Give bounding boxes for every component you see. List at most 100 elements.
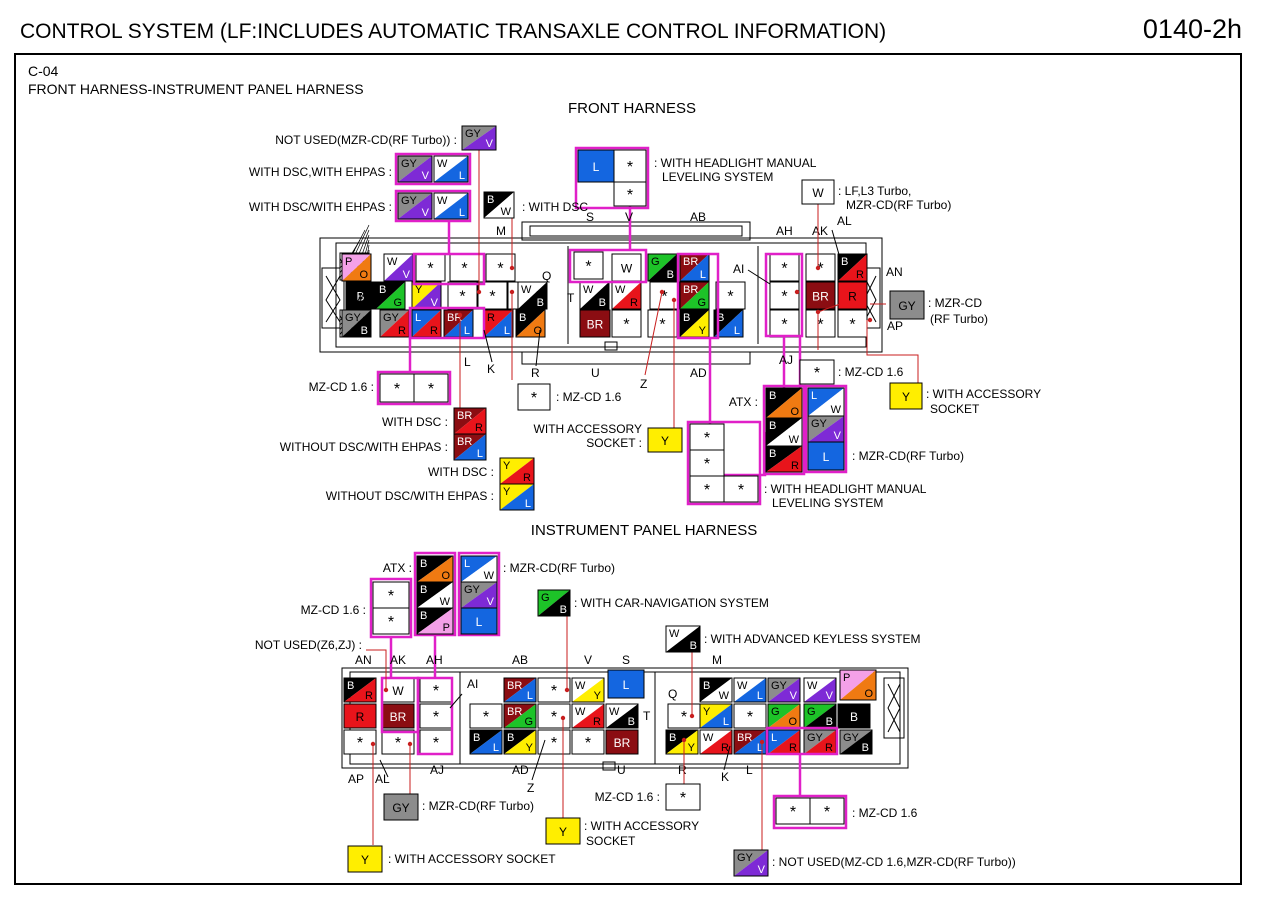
svg-text:BR: BR (614, 736, 631, 750)
front-black-leaders (483, 229, 841, 367)
svg-text:*: * (747, 709, 753, 726)
svg-text:R: R (789, 742, 797, 754)
front-note-chip: * (517, 383, 551, 411)
front-note-chip: Y (647, 427, 683, 453)
front-note-chip: WL (433, 192, 469, 220)
ip-wire-cell: * (419, 729, 453, 755)
ip-wire-cell: * (537, 677, 571, 703)
svg-text:W: W (609, 706, 620, 718)
ip-wire-cell: LR (767, 729, 801, 755)
front-wire-cell: GYR (379, 309, 410, 338)
svg-text:G: G (771, 706, 780, 718)
ip-wire-cell: GYB (839, 729, 873, 755)
ip-pin-U: U (617, 763, 626, 777)
svg-text:V: V (826, 690, 834, 702)
svg-text:R: R (825, 742, 833, 754)
svg-text:V: V (403, 269, 411, 281)
front-wire-cell: * (449, 253, 480, 282)
front-note-chip: GYV (397, 155, 433, 183)
front-pin-AP: AP (887, 319, 903, 333)
front-annotations: NOT USED(MZR-CD(RF Turbo)) : WITH DSC,WI… (249, 133, 1041, 510)
note-acc-socket-1: WITH ACCESSORY (534, 422, 642, 436)
svg-text:B: B (507, 732, 514, 744)
ip-note-chip: * (372, 607, 410, 635)
svg-text:*: * (704, 482, 710, 499)
ip-note-chip: LW (460, 555, 498, 583)
front-wire-cell: BRL (679, 253, 710, 282)
ip-note-chip: GY (383, 793, 419, 821)
svg-text:P: P (443, 622, 450, 634)
svg-text:B: B (826, 716, 833, 728)
front-leader-lines (459, 148, 919, 428)
svg-text:BR: BR (683, 256, 698, 268)
svg-text:*: * (585, 259, 591, 276)
front-pin-letters: S V AB M AH AK AL AN AI Q T AP AJ L K R … (464, 210, 903, 391)
svg-text:*: * (727, 289, 733, 306)
svg-text:*: * (680, 790, 686, 807)
front-wire-cell: GB (647, 253, 678, 282)
svg-text:R: R (791, 460, 799, 472)
svg-text:L: L (464, 558, 470, 570)
front-pin-AJ: AJ (779, 353, 793, 367)
svg-text:*: * (704, 456, 710, 473)
svg-text:V: V (486, 138, 494, 150)
svg-text:L: L (757, 742, 763, 754)
svg-text:V: V (431, 297, 439, 309)
svg-text:O: O (441, 570, 450, 582)
ip-wire-cell: WV (803, 677, 837, 703)
chip-highlight (686, 420, 762, 506)
svg-text:Y: Y (503, 460, 511, 472)
ip-wire-cell: WL (733, 677, 767, 703)
svg-text:W: W (501, 206, 512, 218)
ip-note-nav: : WITH CAR-NAVIGATION SYSTEM (574, 596, 769, 610)
front-wire-cell: * (769, 281, 800, 310)
svg-text:R: R (848, 290, 857, 304)
note-with-dsc-br: WITH DSC : (382, 415, 448, 429)
ip-note-chip: Y (347, 845, 383, 873)
svg-text:W: W (440, 596, 451, 608)
svg-text:Y: Y (559, 825, 567, 839)
svg-text:*: * (433, 709, 439, 726)
front-wire-cell: * (447, 281, 478, 310)
front-wire-cell: YV (411, 281, 442, 310)
svg-text:BR: BR (507, 706, 522, 718)
note-headlight-1: : WITH HEADLIGHT MANUAL (654, 156, 817, 170)
svg-text:*: * (817, 317, 823, 334)
ip-note-keyless: : WITH ADVANCED KEYLESS SYSTEM (704, 632, 921, 646)
ip-wire-cell: * (469, 703, 503, 729)
ip-wire-cell: PO (839, 669, 877, 701)
svg-text:G: G (393, 297, 402, 309)
svg-text:B: B (703, 680, 710, 692)
ip-wire-cell: BL (469, 729, 503, 755)
front-pin-U: U (591, 366, 600, 380)
ip-highlights (369, 551, 848, 830)
ip-pin-AK: AK (390, 653, 406, 667)
front-wire-cell: BRL (443, 309, 474, 338)
ip-pin-AL: AL (375, 772, 390, 786)
front-note-chip: BW (765, 417, 803, 447)
front-wire-cell: BL (713, 309, 744, 338)
ip-wire-cell: * (571, 729, 605, 755)
svg-text:G: G (807, 706, 816, 718)
ip-wire-cell: BW (699, 677, 733, 703)
svg-text:GY: GY (401, 158, 418, 170)
note-mzcd-ap: : MZ-CD 1.6 (838, 365, 904, 379)
svg-text:L: L (757, 690, 763, 702)
ip-pin-T: T (643, 709, 651, 723)
note-acc-1: : WITH ACCESSORY (926, 387, 1041, 401)
svg-text:*: * (781, 289, 787, 306)
svg-text:R: R (398, 325, 406, 337)
ip-note-notused2: : NOT USED(MZ-CD 1.6,MZR-CD(RF Turbo)) (772, 855, 1016, 869)
svg-text:P: P (345, 256, 352, 268)
wire-dot (794, 289, 800, 295)
svg-text:O: O (359, 269, 368, 281)
front-wire-cell: * (805, 309, 836, 338)
svg-text:*: * (790, 804, 796, 821)
svg-text:W: W (737, 680, 748, 692)
svg-text:*: * (661, 289, 667, 306)
svg-text:*: * (623, 317, 629, 334)
svg-text:V: V (422, 207, 430, 219)
